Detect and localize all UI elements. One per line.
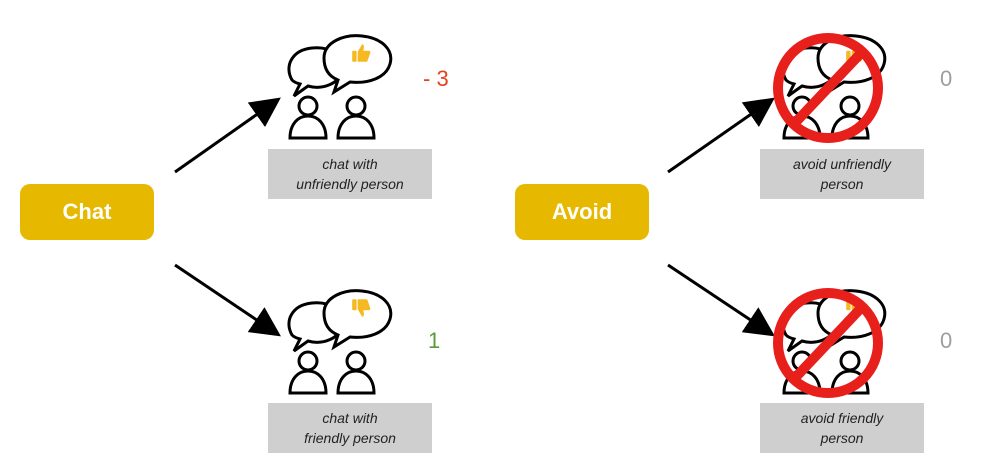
arrow-chat-friendly (174, 263, 281, 337)
people-chat-thumbs-down-icon (272, 285, 442, 395)
arrow-chat-unfriendly (174, 97, 281, 174)
payoff-value: - 3 (423, 66, 449, 91)
chat-action-box: Chat (20, 184, 154, 240)
payoff-value: 0 (940, 66, 953, 91)
outcome-caption: avoid unfriendly person (760, 149, 924, 199)
no-chat-prohibited-icon (773, 33, 936, 143)
no-chat-prohibited-icon (773, 288, 936, 398)
arrow-avoid-unfriendly (667, 97, 775, 174)
payoff-value: 1 (428, 328, 441, 353)
arrow-avoid-friendly (667, 263, 775, 337)
outcome-caption: chat with friendly person (268, 403, 432, 453)
outcome-caption: avoid friendly person (760, 403, 924, 453)
payoff-value: 0 (940, 328, 953, 353)
outcome-caption: chat with unfriendly person (268, 149, 432, 199)
avoid-action-box: Avoid (515, 184, 649, 240)
people-chat-thumbs-up-icon (272, 30, 442, 140)
